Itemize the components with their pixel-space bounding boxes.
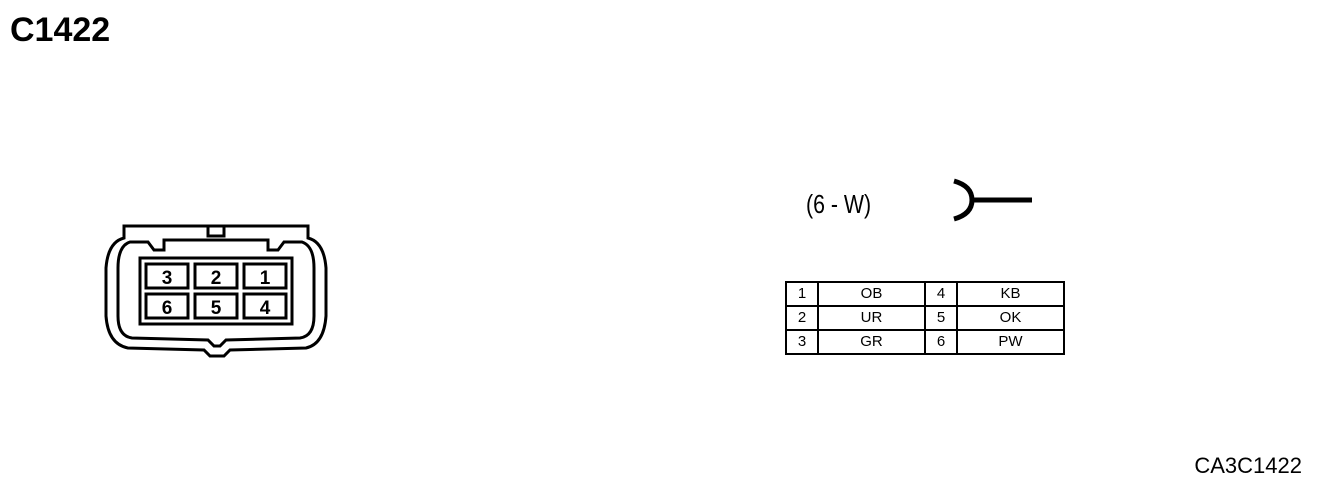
pin-number: 5 [924, 305, 958, 331]
image-code: CA3C1422 [1194, 453, 1302, 478]
pin-label: 5 [211, 298, 222, 319]
table-row: 3 GR 6 PW [785, 329, 1065, 355]
pin-number: 6 [924, 329, 958, 355]
pin-label: 2 [211, 268, 222, 289]
wire-color: UR [817, 305, 926, 331]
pin-label: 3 [162, 268, 173, 289]
pin-cavity-5 [193, 292, 239, 320]
connector-title: C1422 [10, 11, 111, 49]
pin-cavity-frame [138, 256, 294, 326]
pin-cavity-4 [242, 292, 288, 320]
pin-cavity-3 [144, 262, 190, 290]
pin-label: 6 [162, 298, 173, 319]
wire-color: OB [817, 281, 926, 307]
pin-label: 1 [260, 268, 271, 289]
pinout-table: 1 OB 4 KB 2 UR 5 OK 3 GR 6 PW [785, 281, 1065, 355]
pin-cavity-2 [193, 262, 239, 290]
pin-label: 4 [260, 298, 271, 319]
wire-color: GR [817, 329, 926, 355]
connector-housing-outline [104, 224, 328, 358]
pin-number: 4 [924, 281, 958, 307]
female-terminal-icon [953, 178, 1032, 222]
wire-color: PW [956, 329, 1065, 355]
connector-spec: (6 - W) [806, 189, 872, 219]
wire-color: KB [956, 281, 1065, 307]
table-row: 2 UR 5 OK [785, 305, 1065, 331]
pin-cavity-6 [144, 292, 190, 320]
connector-latch [206, 226, 226, 238]
pin-number: 2 [785, 305, 819, 331]
connector-face: 3 2 1 6 5 4 [104, 224, 328, 358]
wire-color: OK [956, 305, 1065, 331]
connector-inner-outline [116, 238, 316, 348]
pin-number: 1 [785, 281, 819, 307]
table-row: 1 OB 4 KB [785, 281, 1065, 307]
pin-number: 3 [785, 329, 819, 355]
pin-cavity-1 [242, 262, 288, 290]
